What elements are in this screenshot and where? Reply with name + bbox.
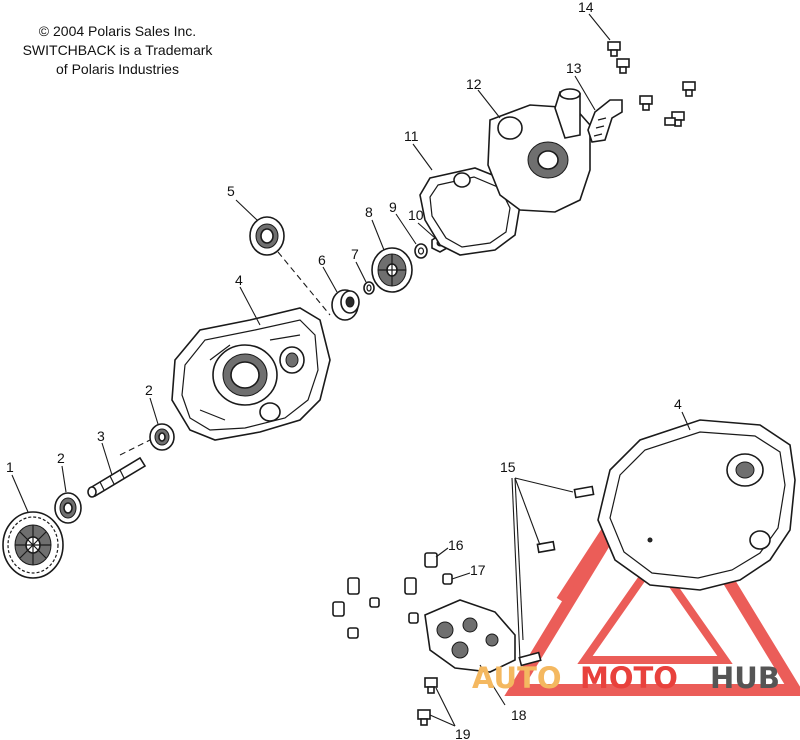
small-screw-1: [424, 677, 438, 694]
part-gasket: [419, 167, 521, 256]
part-impeller: [371, 247, 413, 293]
part-washer: [414, 243, 428, 259]
part-case-cover: [597, 419, 796, 591]
part-pump-cover: [487, 88, 591, 213]
trademark-owner-line: of Polaris Industries: [56, 61, 179, 77]
callout-2-lower: 2: [57, 450, 65, 466]
screw-1: [607, 41, 621, 57]
part-sprocket: [2, 511, 64, 579]
callout-6: 6: [318, 252, 326, 268]
part-cover-bolts: [536, 485, 595, 554]
part-bearing-upper: [149, 423, 175, 451]
part-dowels: [332, 552, 453, 639]
copyright-notice: © 2004 Polaris Sales Inc. SWITCHBACK is …: [0, 22, 235, 79]
bolt-1: [573, 485, 595, 499]
callout-11: 11: [404, 128, 419, 144]
screw-4: [639, 95, 653, 111]
screw-3: [682, 81, 696, 97]
callout-13: 13: [566, 60, 582, 76]
part-snap-ring: [363, 281, 375, 295]
assembly-axis-upper: [277, 251, 331, 316]
watermark-wordmark: AUTO MOTO HUB: [472, 661, 780, 695]
trademark-line: SWITCHBACK is a Trademark: [22, 42, 213, 58]
callout-18: 18: [511, 707, 527, 723]
assembly-axis-lower: [119, 439, 151, 456]
callout-9: 9: [389, 199, 397, 215]
part-hose-elbow: [587, 99, 623, 143]
callout-16: 16: [448, 537, 464, 553]
screw-2: [616, 58, 630, 74]
part-fitting-block: [424, 599, 542, 673]
part-housing-upper: [171, 307, 331, 441]
callout-12: 12: [466, 76, 482, 92]
part-small-screws: [417, 677, 438, 726]
watermark-word-moto: MOTO: [580, 661, 678, 695]
callout-numbers: 1 2 3 2 4 5 6 7 8 9 10 11 12 13 14 4 15 …: [6, 0, 682, 740]
callout-10: 10: [408, 207, 424, 223]
watermark-word-hub: HUB: [710, 661, 780, 695]
part-screws: [607, 41, 696, 127]
callout-4-lower: 4: [674, 396, 682, 412]
callout-2-upper: 2: [145, 382, 153, 398]
callout-15: 15: [500, 459, 516, 475]
watermark-word-auto: AUTO: [472, 661, 562, 695]
callout-1: 1: [6, 459, 14, 475]
screw-6: [664, 117, 676, 126]
callout-14: 14: [578, 0, 594, 15]
copyright-line: © 2004 Polaris Sales Inc.: [38, 23, 197, 39]
watermark-triangle-inner: [577, 553, 733, 664]
small-screw-2: [417, 709, 431, 726]
part-bushing: [331, 289, 360, 321]
leader-lines: [11, 13, 691, 727]
callout-5: 5: [227, 183, 235, 199]
part-shaft: [87, 456, 147, 498]
callout-8: 8: [365, 204, 373, 220]
callout-7: 7: [351, 246, 359, 262]
callout-4-upper: 4: [235, 272, 243, 288]
callout-17: 17: [470, 562, 486, 578]
part-bearing-lower: [54, 492, 82, 524]
callout-3: 3: [97, 428, 105, 444]
callout-19: 19: [455, 726, 471, 740]
bolt-2: [536, 540, 556, 554]
part-seal: [249, 216, 285, 256]
